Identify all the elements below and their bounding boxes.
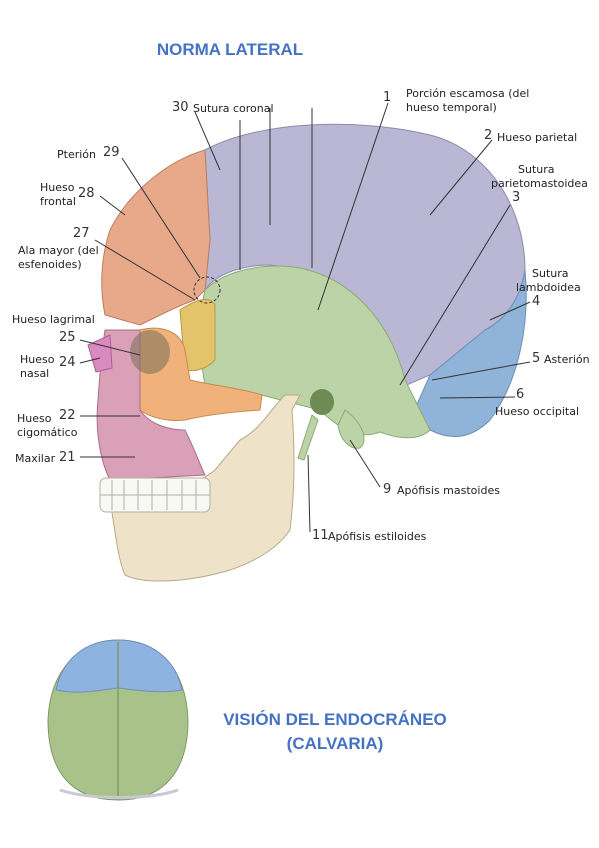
label-2-number: 2 [484,128,493,143]
label-11-text: Apófisis estiloides [328,530,427,543]
label-4-text-b: lambdoidea [516,281,581,294]
mastoid-process [337,409,365,449]
label-21-text: Maxilar [15,452,56,465]
label-24-text-a: Hueso [20,353,55,366]
label-27-text-b: esfenoides) [18,258,82,271]
occipital-bone [409,269,527,438]
label-24-number: 24 [59,355,76,370]
label-3-number: 3 [512,190,521,205]
label-25-number: 25 [59,330,76,345]
label-9-number: 9 [383,482,392,497]
sphenoid-bone [179,299,216,372]
label-5-number: 5 [532,351,541,366]
label-30-text: Sutura coronal [193,102,274,115]
label-1-text-a: Porción escamosa (del [406,87,530,100]
frontal-bone [101,149,211,326]
label-28-text-a: Hueso [40,181,75,194]
label-11-number: 11 [312,528,329,543]
label-3-text-b: parietomastoidea [491,177,588,190]
leader-lines [79,102,531,533]
label-24-text-b: nasal [20,367,50,380]
label-2-text: Hueso parietal [497,131,578,144]
zygomatic-bone [139,327,263,421]
orbit [130,330,170,374]
label-21-number: 21 [59,450,76,465]
pterion-circle [193,276,221,304]
label-30-number: 30 [172,100,189,115]
label-4-text-a: Sutura [532,267,569,280]
label-6-text: Hueso occipital [495,405,579,418]
label-29-number: 29 [103,145,120,160]
label-28-number: 28 [78,186,95,201]
label-1-text-b: hueso temporal) [406,101,497,114]
label-1-number: 1 [383,90,392,105]
label-27-number: 27 [73,226,90,241]
styloid-process [297,414,319,461]
label-9-text: Apófisis mastoides [397,484,500,497]
title-endocraneo: VISIÓN DEL ENDOCRÁNEO (CALVARIA) [200,708,470,756]
label-28-text-b: frontal [40,195,76,208]
label-27-text-a: Ala mayor (del [18,244,99,257]
external-acoustic-meatus [310,389,334,415]
title-norma-lateral: NORMA LATERAL [156,40,304,59]
label-4-number: 4 [532,294,541,309]
title-endocraneo-line1: VISIÓN DEL ENDOCRÁNEO [223,710,447,729]
title-endocraneo-line2: (CALVARIA) [286,734,384,753]
label-22-text-b: cigomático [17,426,78,439]
label-22-number: 22 [59,408,76,423]
nasal-bone [87,334,113,373]
label-25-text: Hueso lagrimal [12,313,95,326]
label-22-text-a: Hueso [17,412,52,425]
label-3-text-a: Sutura [518,163,555,176]
label-5-text: Asterión [544,353,590,366]
teeth [99,477,211,513]
label-29-text: Pterión [57,148,96,161]
calvaria-illustration [47,639,189,801]
label-6-number: 6 [516,387,525,402]
